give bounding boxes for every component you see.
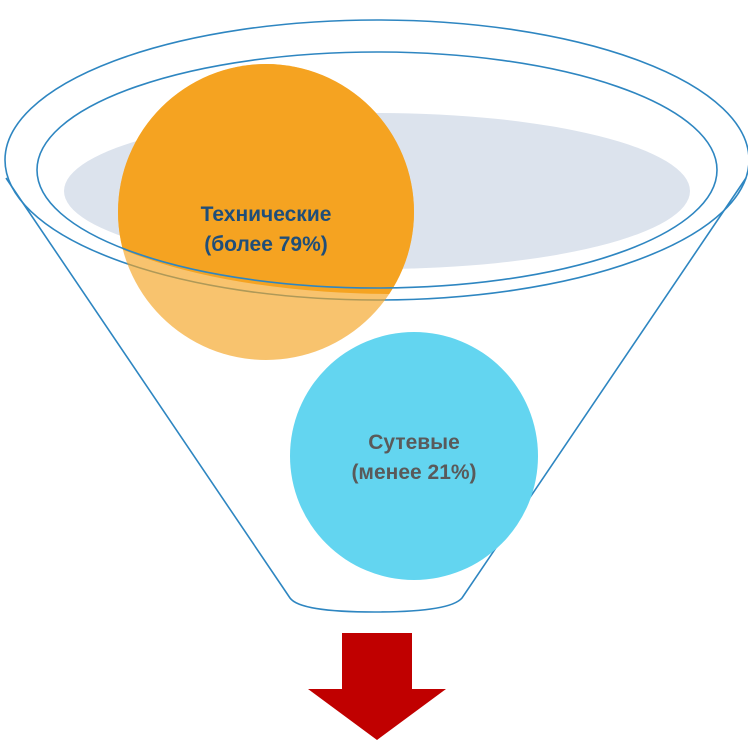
funnel-body <box>5 177 747 613</box>
stage-circle-essential <box>290 332 538 580</box>
down-arrow-icon <box>308 633 446 740</box>
stage-label-technical-line1: Технические <box>201 203 332 226</box>
stage-label-technical-line2: (более 79%) <box>204 233 328 256</box>
stage-label-essential-line2: (менее 21%) <box>351 461 476 484</box>
funnel-inner-rim <box>36 51 718 289</box>
stage-label-essential-line1: Сутевые <box>368 431 460 454</box>
